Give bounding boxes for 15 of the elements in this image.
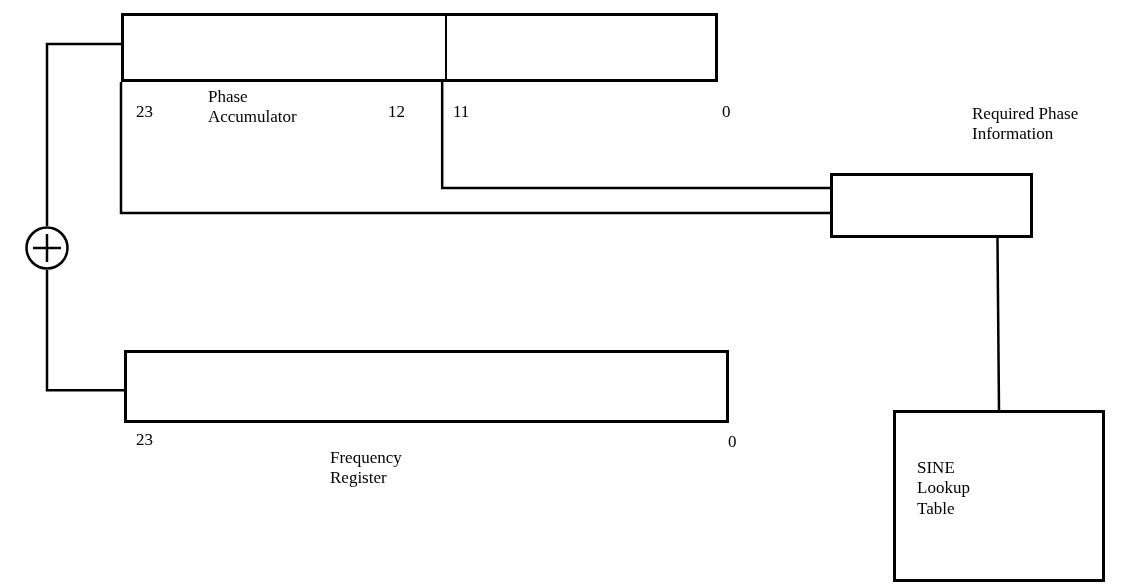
bit-number: 11 xyxy=(453,102,470,123)
register-label: Frequency Register xyxy=(330,448,403,489)
connector-line xyxy=(440,82,830,190)
bit-number: 0 xyxy=(728,432,737,453)
connector-line xyxy=(45,42,121,226)
connector-line xyxy=(45,270,124,392)
table-label: SINE Lookup Table xyxy=(917,458,971,520)
bit-number: 23 xyxy=(136,430,153,451)
register-label: Phase Accumulator xyxy=(208,87,298,128)
bit-number: 23 xyxy=(136,102,153,123)
connector-line xyxy=(996,238,1001,410)
connector-line xyxy=(119,82,830,215)
block-label: Required Phase Information xyxy=(972,104,1080,145)
bit-number: 0 xyxy=(722,102,731,123)
bit-number: 12 xyxy=(388,102,405,123)
